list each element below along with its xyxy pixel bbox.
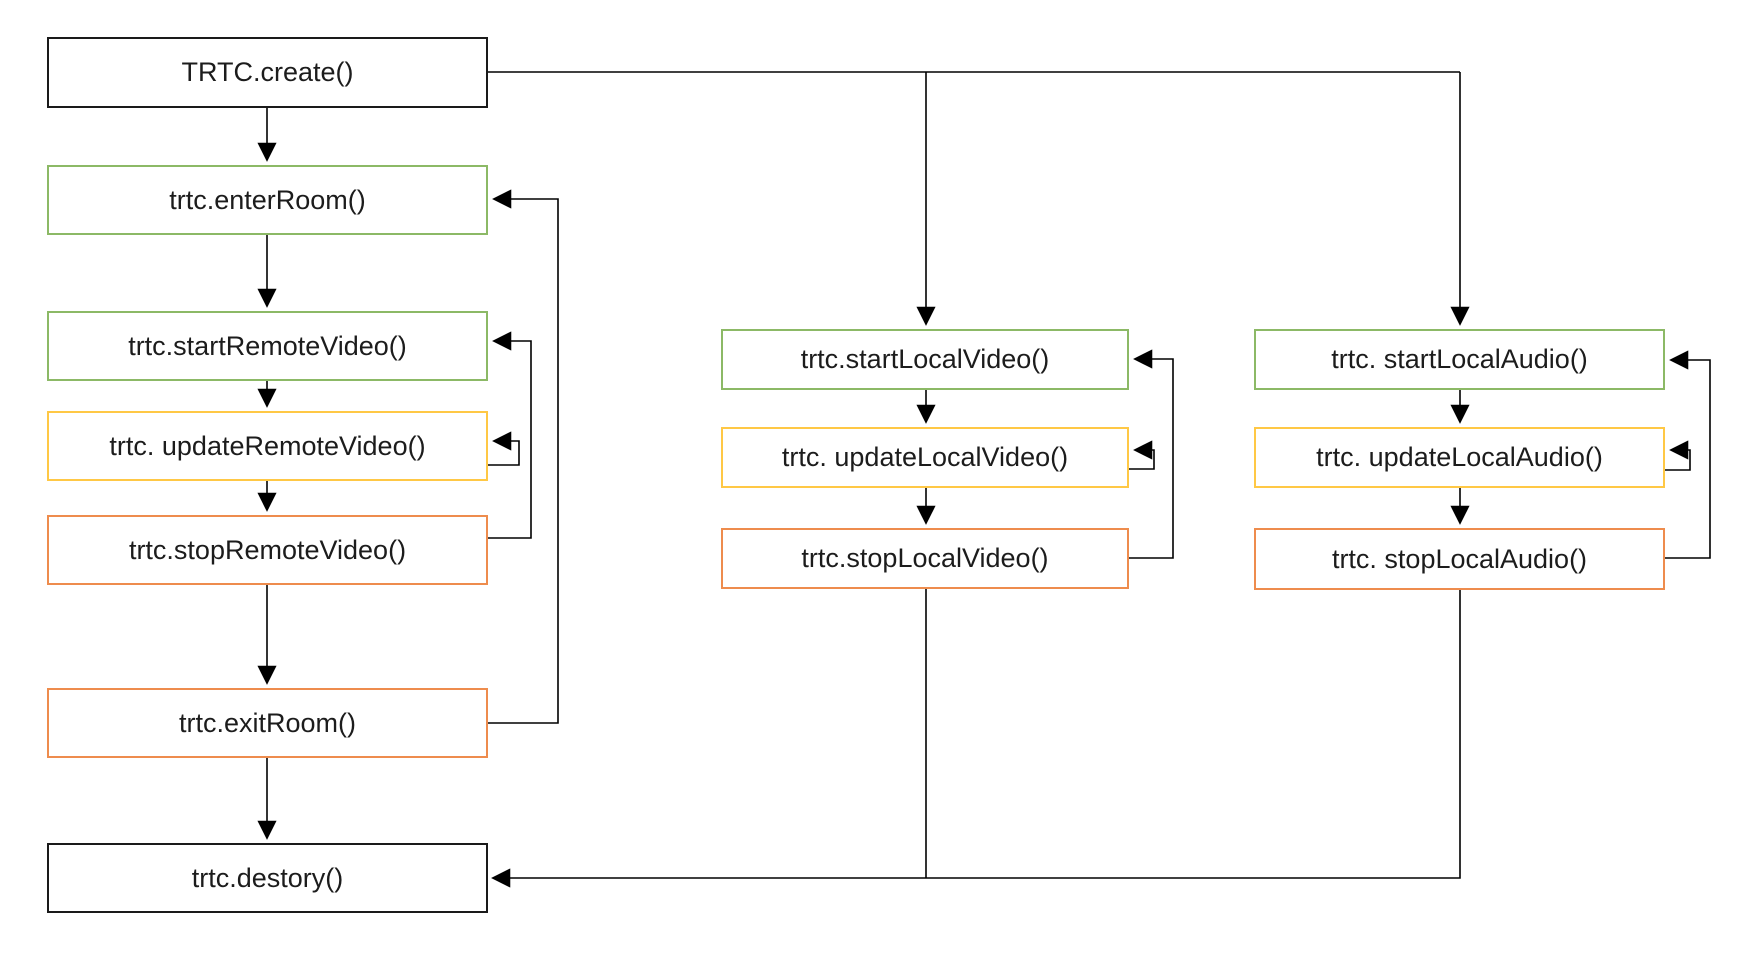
node-exit-room: trtc.exitRoom() [47, 688, 488, 758]
node-update-local-audio: trtc. updateLocalAudio() [1254, 427, 1665, 488]
node-label: trtc.startRemoteVideo() [128, 330, 407, 361]
edge-updatelocalvideo-self-loop [1129, 440, 1155, 470]
edge-exitroom-enterroom-loop [488, 189, 559, 724]
edge-updatelocalaudio-self-loop [1665, 440, 1691, 471]
node-stop-local-video: trtc.stopLocalVideo() [721, 528, 1129, 589]
node-update-remote-video: trtc. updateRemoteVideo() [47, 411, 488, 481]
node-update-local-video: trtc. updateLocalVideo() [721, 427, 1129, 488]
node-label: trtc.exitRoom() [178, 707, 357, 738]
node-start-local-audio: trtc. startLocalAudio() [1254, 329, 1665, 390]
node-label: trtc.startLocalVideo() [800, 344, 1050, 374]
node-label: trtc. updateRemoteVideo() [109, 430, 426, 461]
edge-stoplocalaudio-startlocalaudio-loop [1665, 350, 1711, 559]
edge-stoplocalaudio-destory [491, 590, 1461, 888]
node-label: trtc.destory() [191, 862, 344, 893]
node-stop-remote-video: trtc.stopRemoteVideo() [47, 515, 488, 585]
node-label: trtc.enterRoom() [169, 184, 366, 215]
node-enter-room: trtc.enterRoom() [47, 165, 488, 235]
node-stop-local-audio: trtc. stopLocalAudio() [1254, 528, 1665, 590]
node-label: trtc.stopLocalVideo() [801, 543, 1049, 573]
node-label: trtc. stopLocalAudio() [1331, 543, 1588, 574]
node-destory: trtc.destory() [47, 843, 488, 913]
node-label: trtc. updateLocalAudio() [1316, 442, 1603, 472]
node-label: trtc.stopRemoteVideo() [128, 534, 407, 565]
node-label: trtc. updateLocalVideo() [781, 442, 1069, 472]
node-start-remote-video: trtc.startRemoteVideo() [47, 311, 488, 381]
edge-stoplocalvideo-startlocalvideo-loop [1129, 349, 1174, 559]
node-label: trtc. startLocalAudio() [1331, 344, 1588, 374]
edge-updateremotevideo-self-loop [488, 431, 520, 466]
edge-stopremotevideo-startremotevideo-loop [488, 331, 532, 539]
node-label: TRTC.create() [181, 57, 354, 87]
node-trtc-create: TRTC.create() [47, 37, 488, 108]
node-start-local-video: trtc.startLocalVideo() [721, 329, 1129, 390]
